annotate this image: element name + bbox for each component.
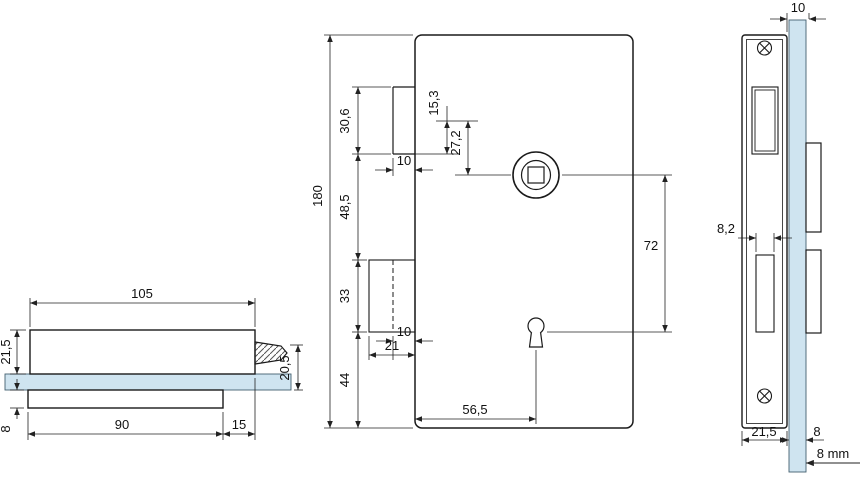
handle-hub (512, 151, 560, 199)
dim-edge-glass-thickness-label: 8 (813, 424, 820, 439)
dim-front-bolt-box-label: 33 (337, 289, 352, 303)
dim-edge-bolt-slot: 8,2 (717, 221, 792, 252)
cover-plate-upper-edge (805, 142, 822, 233)
front-view: 180 30,6 48,5 33 44 10 15,3 (310, 34, 672, 429)
dim-side-plate-length-label: 90 (115, 417, 129, 432)
glass-thickness-note-label: 8 mm (817, 446, 850, 461)
cover-plate-side (27, 389, 224, 409)
glass-panel-side (4, 373, 292, 391)
glass-panel-edge (788, 19, 807, 473)
dim-side-plate-thickness: 8 (0, 379, 24, 433)
dim-front-hub-section-label: 48,5 (337, 194, 352, 219)
edge-view: 10 8,2 21,5 8 8 mm (717, 0, 860, 473)
bolt-box-front (368, 259, 416, 333)
dim-edge-plate-width: 21,5 (741, 424, 788, 446)
dim-front-key-distance: 56,5 (415, 350, 537, 424)
dim-front-total-height: 180 (310, 34, 413, 429)
dim-side-latch-height-label: 20,5 (277, 355, 292, 380)
dim-front-inset-bottom: 10 21 (368, 324, 433, 360)
dim-edge-plate-width-label: 21,5 (751, 424, 776, 439)
dim-front-bolt-width-label: 21 (385, 338, 399, 353)
dim-side-case-height: 21,5 (0, 329, 26, 375)
dim-front-hub-to-key: 72 (547, 174, 672, 333)
latch-box-front (392, 86, 415, 155)
dim-side-width-label: 105 (131, 286, 153, 301)
latch-cutout-edge (751, 86, 779, 155)
dim-side-offset-label: 15 (232, 417, 246, 432)
dim-side-plate-thickness-label: 8 (0, 425, 13, 432)
lock-case-side (29, 329, 256, 375)
dim-front-latch-half: 15,3 (426, 90, 450, 154)
dim-side-plate-length: 90 15 (27, 378, 256, 440)
dim-side-width: 105 (29, 286, 256, 327)
dim-edge-grip: 10 (770, 0, 826, 32)
dim-front-inset-bottom-label: 10 (397, 324, 411, 339)
dim-front-latch-half-label: 15,3 (426, 90, 441, 115)
dim-front-hub-to-key-label: 72 (644, 238, 658, 253)
dim-front-hub-offset-label: 27,2 (448, 130, 463, 155)
side-view: 105 21,5 8 20,5 (0, 286, 303, 440)
latch-bolt-side (254, 341, 288, 365)
screw-top-icon (756, 40, 773, 56)
cover-plate-lower-edge (805, 249, 822, 334)
keyhole (527, 317, 545, 348)
dim-front-chain: 30,6 48,5 33 44 (337, 86, 391, 428)
dim-front-hub-offset: 27,2 (448, 121, 511, 176)
dim-side-latch-height: 20,5 (277, 344, 303, 391)
dim-front-bottom-section-label: 44 (337, 373, 352, 387)
dim-edge-grip-label: 10 (791, 0, 805, 15)
dim-front-inset-top: 10 (375, 153, 433, 176)
dim-front-total-height-label: 180 (310, 185, 325, 207)
glass-thickness-note: 8 mm (806, 446, 860, 467)
dim-front-latch-box-label: 30,6 (337, 108, 352, 133)
dim-front-key-distance-label: 56,5 (462, 402, 487, 417)
dim-edge-glass-thickness: 8 (781, 424, 824, 443)
lock-case-front (414, 34, 634, 429)
dim-edge-bolt-slot-label: 8,2 (717, 221, 735, 236)
bolt-cutout-edge (755, 254, 775, 333)
dim-front-inset-top-label: 10 (397, 153, 411, 168)
screw-bottom-icon (756, 388, 773, 404)
faceplate-inner-outline (746, 39, 783, 424)
dim-side-case-height-label: 21,5 (0, 339, 13, 364)
